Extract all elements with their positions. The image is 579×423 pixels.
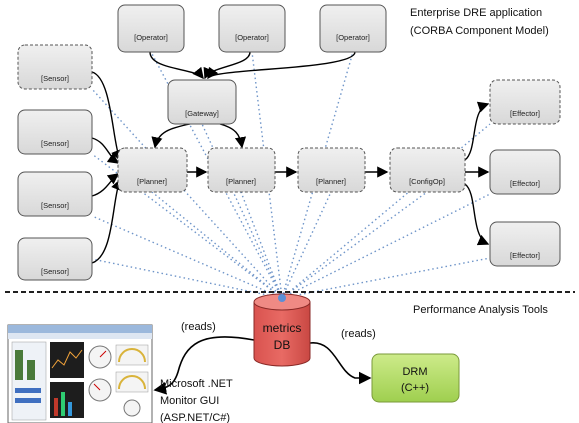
effector-label-2: [Effector] [510,179,540,188]
sensor-label-3: [Sensor] [41,201,69,210]
db-link-line [91,215,283,299]
db-link-line [281,191,428,299]
effector-label-1: [Effector] [510,109,540,118]
planner-label-2: [Planner] [226,177,256,186]
db-link-line [281,257,491,299]
effector-component-3: [Effector] [489,221,561,267]
sensor-label-1: [Sensor] [41,74,69,83]
configop-component: [ConfigOp] [389,147,466,193]
sensor-component-2: [Sensor] [17,109,93,155]
section-label: Performance Analysis Tools [413,304,548,316]
operator-label-1: [Operator] [134,33,168,42]
db-link-line [91,88,283,299]
gui-label-line-3: (ASP.NET/C#) [160,412,230,423]
db-link-line [281,191,332,299]
gateway-component: [Gateway] [167,79,237,125]
sensor-label-2: [Sensor] [41,139,69,148]
gui-label-line-1: Microsoft .NET [160,378,233,390]
sensor-component-3: [Sensor] [17,171,93,217]
title-line-1: Enterprise DRE application [410,7,542,19]
planner-label-1: [Planner] [137,177,167,186]
title-line-2: (CORBA Component Model) [410,25,549,37]
gateway-label: [Gateway] [185,109,219,118]
sensor-component-1: [Sensor] [17,44,93,90]
sensor-label-4: [Sensor] [41,267,69,276]
db-link-line [201,123,283,299]
gui-label-line-2: Monitor GUI [160,395,219,407]
drm-component: DRM (C++) [371,353,460,403]
planner-component-3: [Planner] [297,147,366,193]
operator-component-2: [Operator] [218,4,286,53]
db-hub-icon [278,294,286,302]
reads-left-label: (reads) [181,321,216,333]
effector-label-3: [Effector] [510,251,540,260]
planner-label-3: [Planner] [316,177,346,186]
db-link-line [281,193,491,299]
reads-right-label: (reads) [341,328,376,340]
planner-component-1: [Planner] [117,147,188,193]
db-link-line [150,51,283,299]
db-link-line [240,191,283,299]
read-arrows [153,336,372,395]
db-link-line [151,191,283,299]
db-link-line [91,258,283,299]
db-link-line [251,51,283,299]
configop-label: [ConfigOp] [409,177,445,186]
db-label-line-2: DB [274,338,291,352]
operator-label-3: [Operator] [336,33,370,42]
flow-arrows [91,51,490,264]
sensor-component-4: [Sensor] [17,237,93,281]
monitor-gui-thumbnail [7,324,153,423]
planner-component-2: [Planner] [207,147,276,193]
operator-component-3: [Operator] [319,4,387,53]
effector-component-1: [Effector] [489,79,561,125]
operator-label-2: [Operator] [235,33,269,42]
effector-component-2: [Effector] [489,149,561,195]
drm-label-line-1: DRM [402,366,427,378]
operator-component-1: [Operator] [117,4,185,53]
metrics-db: metrics DB [253,293,311,367]
drm-label-line-2: (C++) [401,382,429,394]
db-label-line-1: metrics [263,321,302,335]
